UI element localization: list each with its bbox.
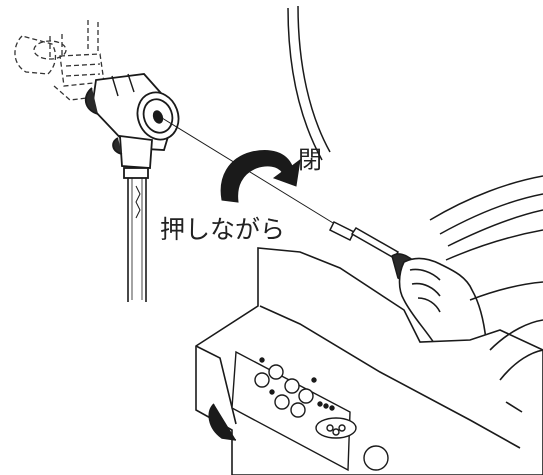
while-pressing-label: 押しながら (160, 215, 285, 244)
toilet-tank-outline (287, 5, 543, 301)
remote-control-panel (231, 350, 389, 472)
supply-hose (127, 178, 147, 302)
rotation-arrow-icon (220, 150, 301, 203)
close-label: 閉 (298, 146, 322, 174)
hand (398, 257, 487, 347)
stop-valve (84, 73, 180, 179)
